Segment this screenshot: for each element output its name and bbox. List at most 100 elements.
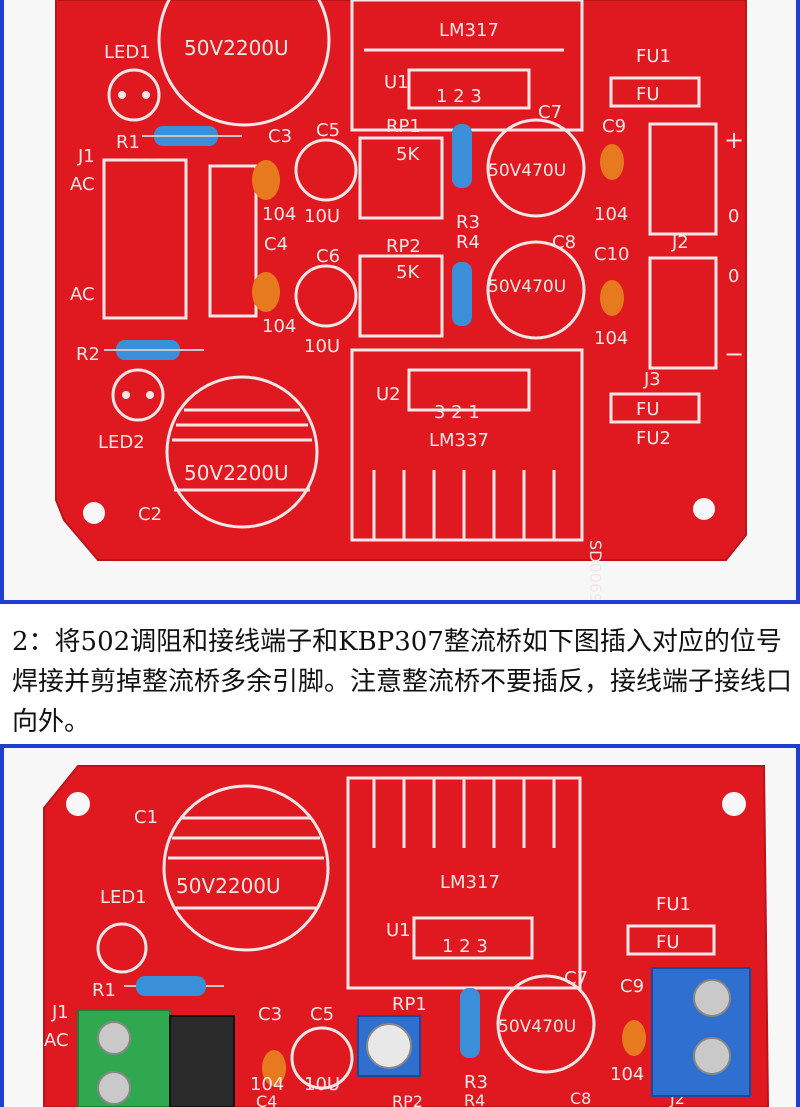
rp1-value-label: 5K [396,144,420,165]
step-instruction-text: 2：将502调阻和接线端子和KBP307整流桥如下图插入对应的位号焊接并剪掉整流… [12,627,793,737]
j2-label: J2 [671,232,689,253]
c3-capacitor [252,160,280,200]
j3-footprint [648,256,718,370]
u2-footprint [407,368,531,412]
rp2-value-label: 5K [396,262,420,283]
c7-outline [496,974,596,1074]
led2-outline [111,368,165,422]
c6-label: C6 [316,246,340,267]
c9-label: C9 [602,116,626,137]
c6-outline [294,264,358,328]
c3-value-label: 104 [250,1074,284,1095]
zero-label: 0 [728,266,739,287]
lm337-heatsink-outline [350,348,584,542]
minus-label: − [724,340,744,368]
c4-capacitor [252,272,280,312]
c8-outline [486,240,586,340]
top-board-photo: 50V2200U 50V2200U C2 LED1 LED2 LM317 U1 … [0,0,800,604]
fu1-footprint [609,76,701,108]
j2-footprint [648,122,718,236]
c2-hatch [172,408,312,492]
trimmer-dial-icon [366,1023,412,1069]
c2-outline [165,375,319,529]
u2-pins-label: 3 2 1 [434,402,480,423]
c9-value-label: 104 [594,204,628,225]
c5-outline [294,138,358,202]
terminal-screw-icon [693,1037,731,1075]
fu1-text: FU [656,932,680,953]
j3-label: J3 [643,369,661,390]
rp2-footprint [358,254,444,338]
c1-label: C1 [134,807,158,828]
r4-resistor [452,262,472,326]
led1-label: LED1 [100,887,147,908]
c5-outline [290,1026,354,1090]
c5-label: C5 [310,1004,334,1025]
j1-footprint [102,158,188,320]
ac-label: AC [70,174,95,195]
r4-label: R4 [464,1091,485,1107]
c9-label: C9 [620,976,644,997]
j1-label: J1 [51,1002,69,1023]
rp1-label: RP1 [386,116,421,137]
u1-label: U1 [386,920,411,941]
fu2-footprint [609,392,701,424]
c4-label: C4 [264,234,288,255]
ac-label: AC [70,284,95,305]
c9-capacitor [600,144,624,180]
fu1-text: FU [636,84,660,105]
plus-label: + [724,126,744,154]
c7-outline [486,118,586,218]
kbp307-bridge-rectifier [169,1015,235,1107]
rp1-footprint [358,136,444,220]
c2-value-label: 50V2200U [184,461,289,485]
fu2-label: FU2 [636,428,671,449]
c3-label: C3 [258,1004,282,1025]
r3-label: R3 [456,212,480,233]
c1-value-label: 50V2200U [176,874,281,898]
c5-value-label: 10U [304,206,340,227]
c10-value-label: 104 [594,328,628,349]
fu1-label: FU1 [656,894,691,915]
u1-pins-label: 1 2 3 [442,936,488,957]
bridge-footprint [208,164,258,318]
c5-label: C5 [316,120,340,141]
fu1-label: FU1 [636,46,671,67]
j1-label: J1 [77,146,95,167]
r3-label: R3 [464,1072,488,1093]
c7-value-label: 50V470U [498,1017,576,1037]
u1-pins-label: 1 2 3 [436,86,482,107]
c3-capacitor [262,1050,286,1086]
c1-outline [157,0,331,127]
c7-value-label: 50V470U [488,161,566,181]
c9-value-label: 104 [610,1064,644,1085]
c4-label: C4 [256,1092,277,1107]
terminal-screw-icon [97,1021,131,1055]
c10-label: C10 [594,244,629,265]
c1-value-label: 50V2200U [184,36,289,60]
c9-capacitor [622,1020,646,1056]
c3-label: C3 [268,126,292,147]
rp2-label: RP2 [392,1092,423,1107]
c4-value-label: 104 [262,316,296,337]
zero-label: 0 [728,206,739,227]
r3-resistor [452,124,472,188]
r1-label: R1 [116,132,140,153]
led1-outline [107,68,161,122]
board-serial-label: SD0069 [586,540,605,600]
c6-value-label: 10U [304,336,340,357]
lm317-heatsink-outline [346,776,582,990]
lm317-label: LM317 [440,872,500,893]
r2-label: R2 [76,344,100,365]
ac-label: AC [44,1030,69,1051]
c7-label: C7 [538,102,562,123]
c3-value-label: 104 [262,204,296,225]
r1-label: R1 [92,980,116,1001]
u2-label: U2 [376,384,401,405]
r4-label: R4 [456,232,480,253]
u1-footprint [407,68,531,110]
mounting-hole [693,498,715,520]
lm317-label: LM317 [439,20,499,41]
c8-value-label: 50V470U [488,277,566,297]
u1-footprint [412,916,534,960]
